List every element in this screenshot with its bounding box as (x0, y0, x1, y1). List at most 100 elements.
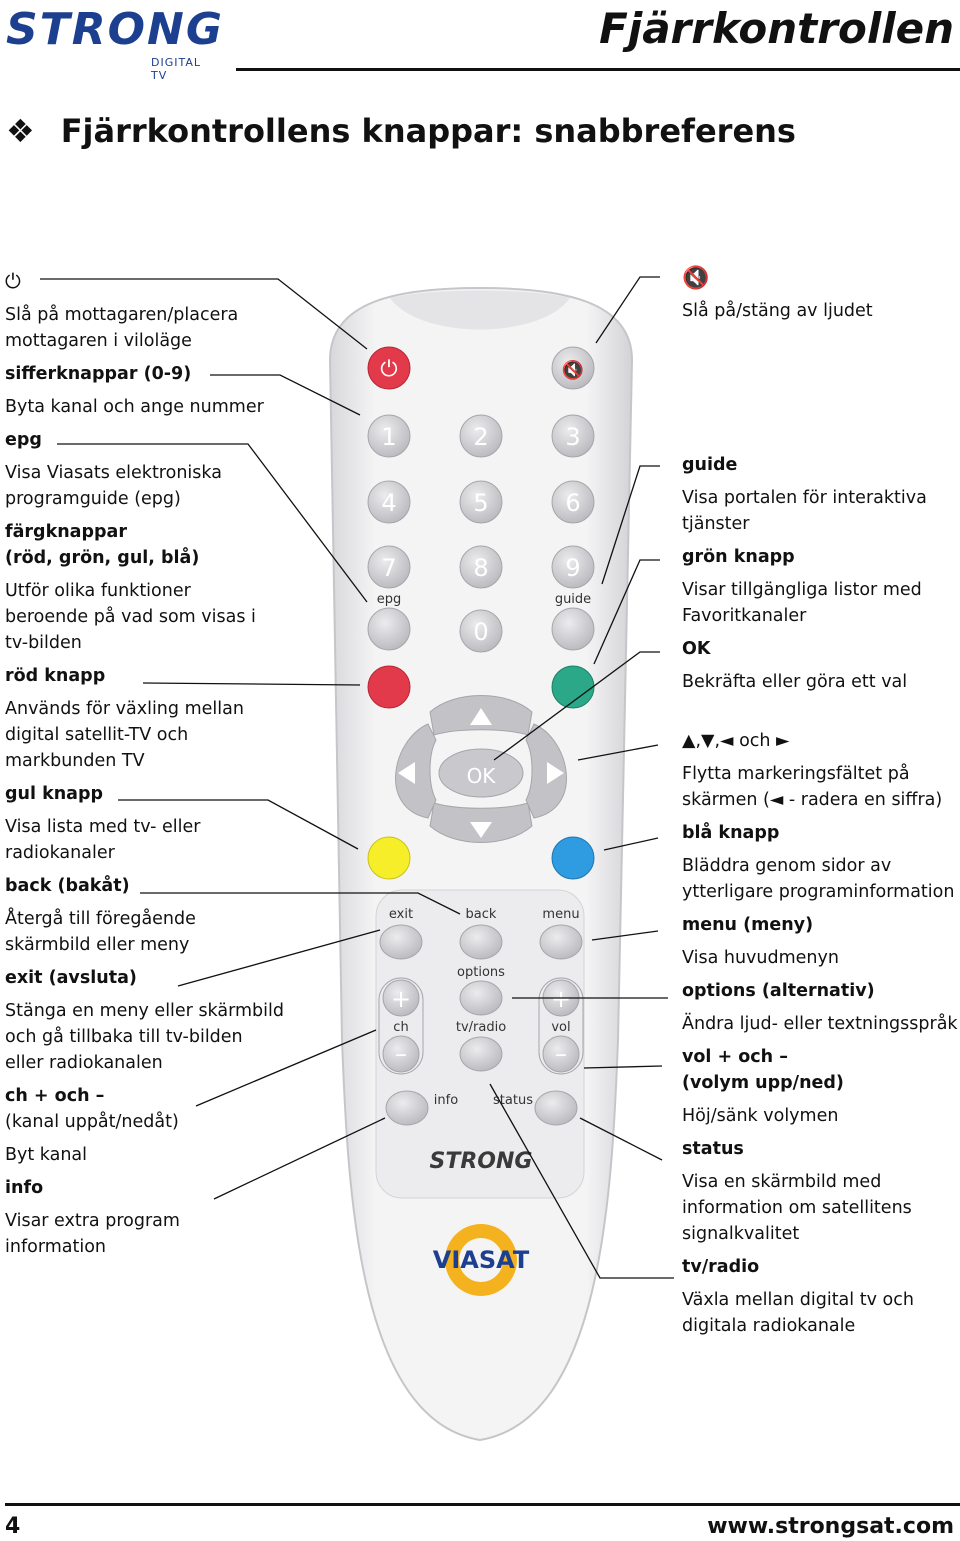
digit-3-button[interactable] (551, 414, 595, 458)
red-title: röd knapp (5, 666, 106, 686)
power-desc: Slå på mottagaren/placera mottagaren i v… (5, 302, 305, 354)
back-button (459, 924, 503, 960)
digit-2-label: 2 (473, 423, 488, 451)
green-desc-line: Visar tillgängliga listor med (682, 580, 922, 600)
power-button (367, 346, 411, 390)
options-button (459, 980, 503, 1016)
digit-7-label: 7 (381, 554, 396, 582)
vol-title-line: vol + och – (682, 1047, 788, 1067)
digit-4-button[interactable] (367, 480, 411, 524)
blue-desc-line: ytterligare programinformation (682, 882, 955, 902)
blue-title: blå knapp (682, 823, 780, 843)
power-desc-line: Slå på mottagaren/placera (5, 305, 239, 325)
green-desc-line: Favoritkanaler (682, 606, 807, 626)
arrows-desc-line: Flytta markeringsfältet på (682, 764, 910, 784)
digit-5-button[interactable] (459, 480, 503, 524)
epg-button (367, 607, 411, 651)
ch-minus-icon: – (395, 1040, 407, 1068)
strong-logo: STRONG DIGITAL TV (6, 4, 222, 82)
website-link[interactable]: www.strongsat.com (707, 1514, 954, 1539)
ok-button (438, 748, 524, 798)
ch-minus-button (382, 1035, 420, 1073)
arrows-desc: Flytta markeringsfältet på skärmen (◄ - … (682, 761, 960, 813)
yellow-desc-line: Visa lista med tv- eller (5, 817, 201, 837)
exit-desc-line: och gå tillbaka till tv-bilden (5, 1027, 243, 1047)
arrows-desc-line: skärmen (◄ - radera en siffra) (682, 790, 943, 810)
ch-title: ch + och – (5, 1086, 105, 1106)
tvradio-desc-line: Växla mellan digital tv och (682, 1290, 914, 1310)
vol-minus-icon: – (555, 1040, 567, 1068)
yellow-title: gul knapp (5, 784, 104, 804)
red-desc-line: digital satellit-TV och (5, 725, 189, 745)
vol-label: vol (551, 1020, 570, 1035)
info-desc-line: information (5, 1237, 107, 1257)
right-arrow-icon (547, 762, 564, 784)
red-button (367, 665, 411, 709)
epg-label: epg (377, 592, 402, 607)
diamond-bullet-icon: ❖ (6, 112, 35, 150)
digit-6-button[interactable] (551, 480, 595, 524)
epg-title: epg (5, 430, 42, 450)
green-desc: Visar tillgängliga listor med Favoritkan… (682, 577, 960, 629)
epg-desc-line: programguide (epg) (5, 489, 181, 509)
digit-1-button[interactable] (367, 414, 411, 458)
color-desc-line: Utför olika funktioner (5, 581, 191, 601)
back-desc-line: Återgå till föregående (5, 909, 196, 929)
color-desc-line: tv-bilden (5, 633, 82, 653)
red-desc: Används för växling mellan digital satel… (5, 696, 305, 774)
digit-0-label: 0 (473, 618, 488, 646)
digit-9-button[interactable] (551, 545, 595, 589)
ch-plus-icon: + (391, 985, 411, 1013)
section-heading: ❖Fjärrkontrollens knappar: snabbreferens (6, 112, 796, 150)
digits-title: sifferknappar (0-9) (5, 364, 192, 384)
exit-label: exit (389, 907, 413, 922)
yellow-desc-line: radiokanaler (5, 843, 115, 863)
status-desc: Visa en skärmbild med information om sat… (682, 1169, 960, 1247)
ch-subtitle: (kanal uppåt/nedåt) (5, 1112, 179, 1132)
digit-2-button[interactable] (459, 414, 503, 458)
info-desc: Visar extra program information (5, 1208, 305, 1260)
info-title: info (5, 1178, 44, 1198)
vol-title: vol + och – (volym upp/ned) (682, 1044, 960, 1096)
digit-8-button[interactable] (459, 545, 503, 589)
color-title-line: färgknappar (5, 522, 127, 542)
options-desc: Ändra ljud- eller textningsspråk (682, 1014, 958, 1034)
left-arrow-button (395, 723, 437, 819)
ch-label: ch (393, 1020, 408, 1035)
leader-lines (40, 276, 674, 1279)
epg-desc: Visa Viasats elektroniska programguide (… (5, 460, 305, 512)
vol-plus-icon: + (551, 985, 571, 1013)
mute-icon: 🔇 (682, 266, 710, 291)
remote-strong-logo: STRONG (430, 1149, 533, 1174)
color-buttons-title: färgknappar (röd, grön, gul, blå) (5, 519, 305, 571)
status-button (534, 1090, 578, 1126)
ok-button-label: OK (467, 764, 497, 788)
exit-title: exit (avsluta) (5, 968, 137, 988)
info-button (385, 1090, 429, 1126)
guide-title: guide (682, 455, 738, 475)
info-desc-line: Visar extra program (5, 1211, 180, 1231)
digits-desc: Byta kanal och ange nummer (5, 397, 264, 417)
logo-subtitle: DIGITAL TV (151, 56, 202, 82)
remote-top-ridge (390, 290, 570, 330)
back-desc-line: skärmbild eller meny (5, 935, 190, 955)
power-desc-line: mottagaren i viloläge (5, 331, 192, 351)
options-title: options (alternativ) (682, 981, 875, 1001)
right-descriptions: 🔇 Slå på/stäng av ljudet guide Visa port… (682, 266, 960, 1339)
menu-label: menu (542, 907, 579, 922)
digit-7-button[interactable] (367, 545, 411, 589)
header-divider (236, 68, 960, 71)
mute-button (551, 346, 595, 390)
digit-0-button[interactable] (459, 609, 503, 653)
red-desc-line: markbunden TV (5, 751, 145, 771)
left-arrow-icon (398, 762, 415, 784)
yellow-button (367, 836, 411, 880)
green-button (551, 665, 595, 709)
mute-button-icon: 🔇 (562, 359, 584, 381)
digit-5-label: 5 (473, 489, 488, 517)
blue-desc-line: Bläddra genom sidor av (682, 856, 892, 876)
vol-desc: Höj/sänk volymen (682, 1106, 839, 1126)
blue-desc: Bläddra genom sidor av ytterligare progr… (682, 853, 960, 905)
menu-desc: Visa huvudmenyn (682, 948, 839, 968)
